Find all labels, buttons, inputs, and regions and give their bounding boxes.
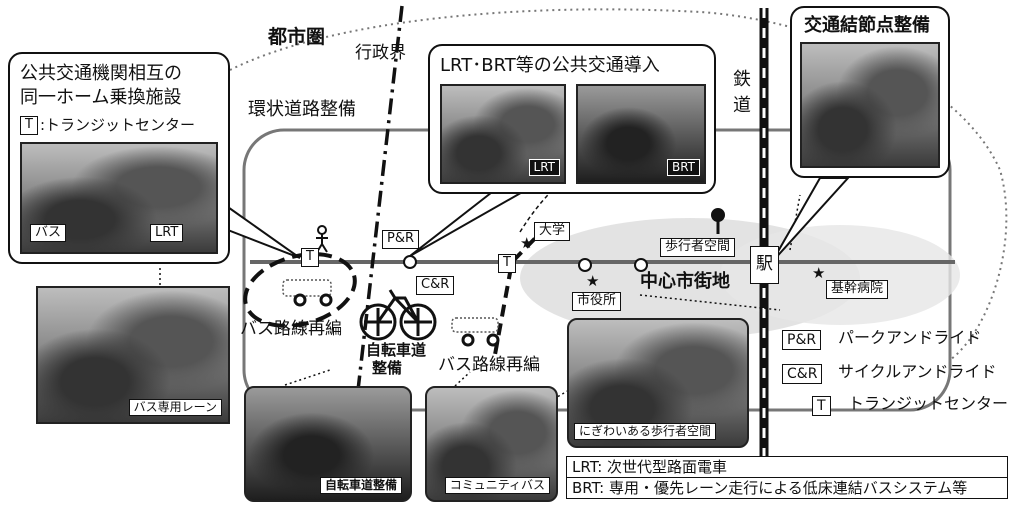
legend-key-t: T: [812, 396, 831, 417]
node-pr: [403, 255, 417, 269]
pedestrian-icon: [316, 208, 725, 253]
lrt-brt-title: LRT･BRT等の公共交通導入: [440, 55, 660, 76]
transfer-title-line2: 同一ホーム乗換施設: [20, 87, 182, 108]
pedestrian-photo: にぎわいある歩行者空間: [567, 318, 749, 448]
pedestrian-space-node: 歩行者空間: [660, 238, 736, 257]
legend-text-cr: サイクルアンドライド: [838, 362, 997, 381]
node-ped1: [578, 258, 592, 272]
bus-lane-caption: バス専用レーン: [128, 398, 222, 416]
abbreviation-notes: LRT: 次世代型路面電車 BRT: 専用・優先レーン走行による低床連結バスシス…: [566, 456, 1008, 499]
hub-title: 交通結節点整備: [804, 15, 930, 36]
star-icon: ★: [586, 272, 600, 290]
bus-reorg-label-1: バス路線再編: [240, 319, 342, 339]
cycle-and-ride-node: C&R: [416, 276, 455, 295]
transit-center-node-2: T: [498, 254, 516, 273]
community-bus-photo: コミュニティバス: [425, 386, 558, 502]
photo-tag-brt: BRT: [666, 158, 700, 176]
transport-hub-callout: 交通結節点整備: [790, 6, 950, 178]
legend-text-t: トランジットセンター: [848, 394, 1009, 413]
bike-road-label-1: 自転車道: [366, 341, 427, 359]
photo-tag-bus: バス: [30, 223, 67, 242]
hub-photo: [800, 42, 940, 168]
station-node: 駅: [750, 246, 779, 284]
transfer-photo: バス LRT: [20, 142, 218, 254]
node-ped2: [634, 258, 648, 272]
metro-area-boundary: [229, 8, 1008, 361]
transit-center-node-1: T: [301, 248, 319, 267]
ring-road-label: 環状道路整備: [248, 99, 356, 120]
transfer-title-line1: 公共交通機関相互の: [20, 63, 182, 84]
bike-path-photo: 自転車道整備: [244, 386, 412, 502]
transit-center-key: T: [20, 116, 38, 135]
brt-photo: BRT: [576, 84, 706, 184]
railway-label-2: 道: [733, 95, 751, 116]
city-hall-node: 市役所: [572, 292, 622, 311]
star-icon: ★: [812, 264, 826, 282]
university-node: 大学: [534, 222, 571, 241]
bus-icon: [282, 279, 499, 333]
park-and-ride-node: P&R: [382, 230, 420, 249]
bike-road-label-2: 整備: [372, 359, 403, 377]
lrt-brt-callout: LRT･BRT等の公共交通導入 LRT BRT: [428, 44, 716, 194]
transit-dashed-line: [492, 223, 550, 361]
cbd-label: 中心市街地: [640, 271, 730, 292]
legend-key-cr: C&R: [782, 364, 823, 385]
bicycle-icon: [359, 289, 437, 341]
note-lrt: LRT: 次世代型路面電車: [572, 458, 728, 476]
legend-text-pr: パークアンドライド: [838, 328, 982, 347]
bike-path-caption: 自転車道整備: [319, 476, 402, 494]
metro-area-label: 都市圏: [268, 26, 326, 48]
railway-label-1: 鉄: [733, 69, 751, 90]
hospital-node: 基幹病院: [826, 280, 889, 299]
community-bus-caption: コミュニティバス: [444, 476, 550, 494]
lrt-photo: LRT: [440, 84, 566, 184]
bus-lane-photo: バス専用レーン: [36, 286, 230, 424]
note-brt: BRT: 専用・優先レーン走行による低床連結バスシステム等: [567, 477, 1007, 498]
star-icon: ★: [520, 234, 534, 252]
legend-key-pr: P&R: [782, 330, 822, 351]
transit-center-text: :トランジットセンター: [40, 116, 196, 134]
transfer-facility-callout: 公共交通機関相互の 同一ホーム乗換施設 T :トランジットセンター バス LRT: [8, 52, 230, 264]
admin-boundary-label: 行政界: [355, 43, 406, 63]
photo-tag-lrt: LRT: [150, 223, 184, 242]
bus-reorg-area: [243, 252, 357, 328]
photo-tag-lrt2: LRT: [528, 158, 560, 176]
bus-reorg-label-2: バス路線再編: [438, 355, 540, 375]
pedestrian-caption: にぎわいある歩行者空間: [574, 422, 717, 440]
